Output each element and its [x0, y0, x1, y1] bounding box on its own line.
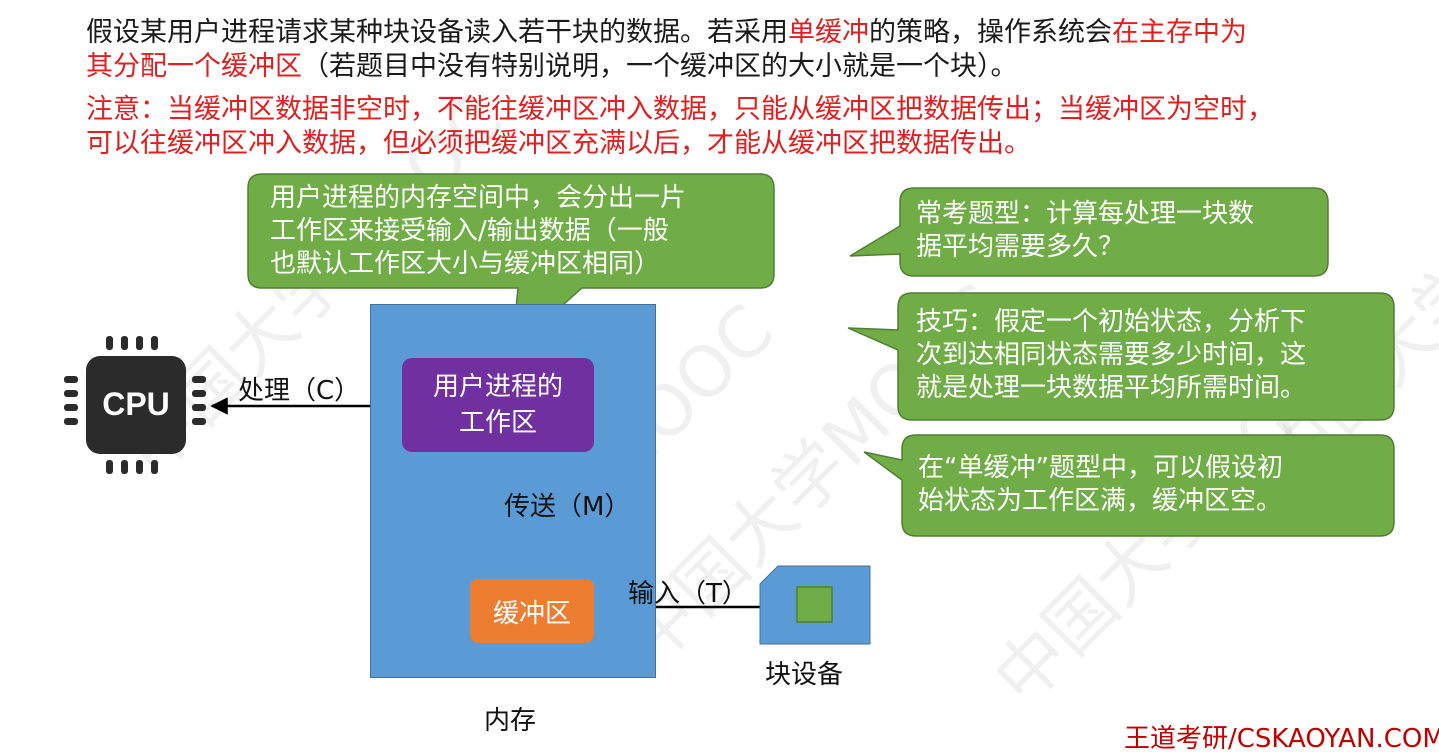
question-callout-bubble	[849, 187, 1329, 277]
cpu-label: CPU	[102, 386, 170, 422]
buffer-label: 缓冲区	[492, 598, 571, 629]
assumption-callout-text: 在“单缓冲”题型中，可以假设初 始状态为工作区满，缓冲区空。	[918, 452, 1283, 518]
intro-highlight: 其分配一个缓冲区	[86, 51, 302, 82]
note-line-2: 可以往缓冲区冲入数据，但必须把缓冲区充满以后，才能从缓冲区把数据传出。	[86, 128, 1031, 159]
callout-line: 工作区来接受输入/输出数据（一般	[270, 216, 669, 246]
block-device-icon	[759, 565, 871, 645]
assumption-callout-bubble	[863, 434, 1395, 537]
callout-line: 始状态为工作区满，缓冲区空。	[918, 486, 1283, 516]
workarea-label-line1: 用户进程的	[432, 372, 563, 402]
callout-line: 就是处理一块数据平均所需时间。	[916, 373, 1307, 403]
intro-highlight: 单缓冲	[788, 17, 869, 48]
intro-highlight: 在主存中为	[1112, 17, 1247, 48]
diagram-canvas	[64, 173, 1395, 645]
callout-line: 也默认工作区大小与缓冲区相同）	[270, 249, 661, 279]
callout-line: 常考题型：计算每处理一块数	[916, 199, 1255, 229]
footer-brand: 王道考研/CSKAOYAN.COM	[1124, 724, 1439, 754]
user-process-workarea: 用户进程的 工作区	[402, 358, 594, 452]
workarea-label-line2: 工作区	[458, 408, 537, 438]
callout-line: 技巧：假定一个初始状态，分析下	[916, 307, 1307, 337]
callout-line: 用户进程的内存空间中，会分出一片	[270, 183, 687, 213]
process-label: 处理（C）	[238, 376, 361, 406]
callout-line: 次到达相同状态需要多少时间，这	[916, 340, 1307, 370]
note-line-1: 注意：当缓冲区数据非空时，不能往缓冲区冲入数据，只能从缓冲区把数据传出；当缓冲区…	[86, 94, 1274, 125]
intro-line-1: 假设某用户进程请求某种块设备读入若干块的数据。若采用单缓冲的策略，操作系统会在主…	[86, 16, 1247, 49]
memory-label: 内存	[484, 706, 537, 736]
block-device-label: 块设备	[765, 660, 844, 690]
callout-line: 据平均需要多久？	[916, 232, 1125, 262]
intro-text: 的策略，操作系统会	[869, 17, 1112, 48]
cpu-icon	[64, 336, 206, 474]
workarea-callout-text: 用户进程的内存空间中，会分出一片 工作区来接受输入/输出数据（一般 也默认工作区…	[270, 182, 686, 281]
technique-callout-text: 技巧：假定一个初始状态，分析下 次到达相同状态需要多少时间，这 就是处理一块数据…	[916, 306, 1306, 405]
transfer-label: 传送（M）	[504, 492, 631, 522]
buffer-block: 缓冲区	[470, 579, 594, 643]
input-label: 输入（T）	[628, 579, 748, 609]
technique-callout-bubble	[847, 292, 1395, 421]
callout-line: 在“单缓冲”题型中，可以假设初	[918, 453, 1283, 483]
intro-text: 假设某用户进程请求某种块设备读入若干块的数据。若采用	[86, 17, 788, 48]
intro-line-2: 其分配一个缓冲区（若题目中没有特别说明，一个缓冲区的大小就是一个块）。	[86, 50, 1018, 83]
intro-text: （若题目中没有特别说明，一个缓冲区的大小就是一个块）。	[302, 51, 1018, 82]
question-callout-text: 常考题型：计算每处理一块数 据平均需要多久？	[916, 198, 1254, 264]
